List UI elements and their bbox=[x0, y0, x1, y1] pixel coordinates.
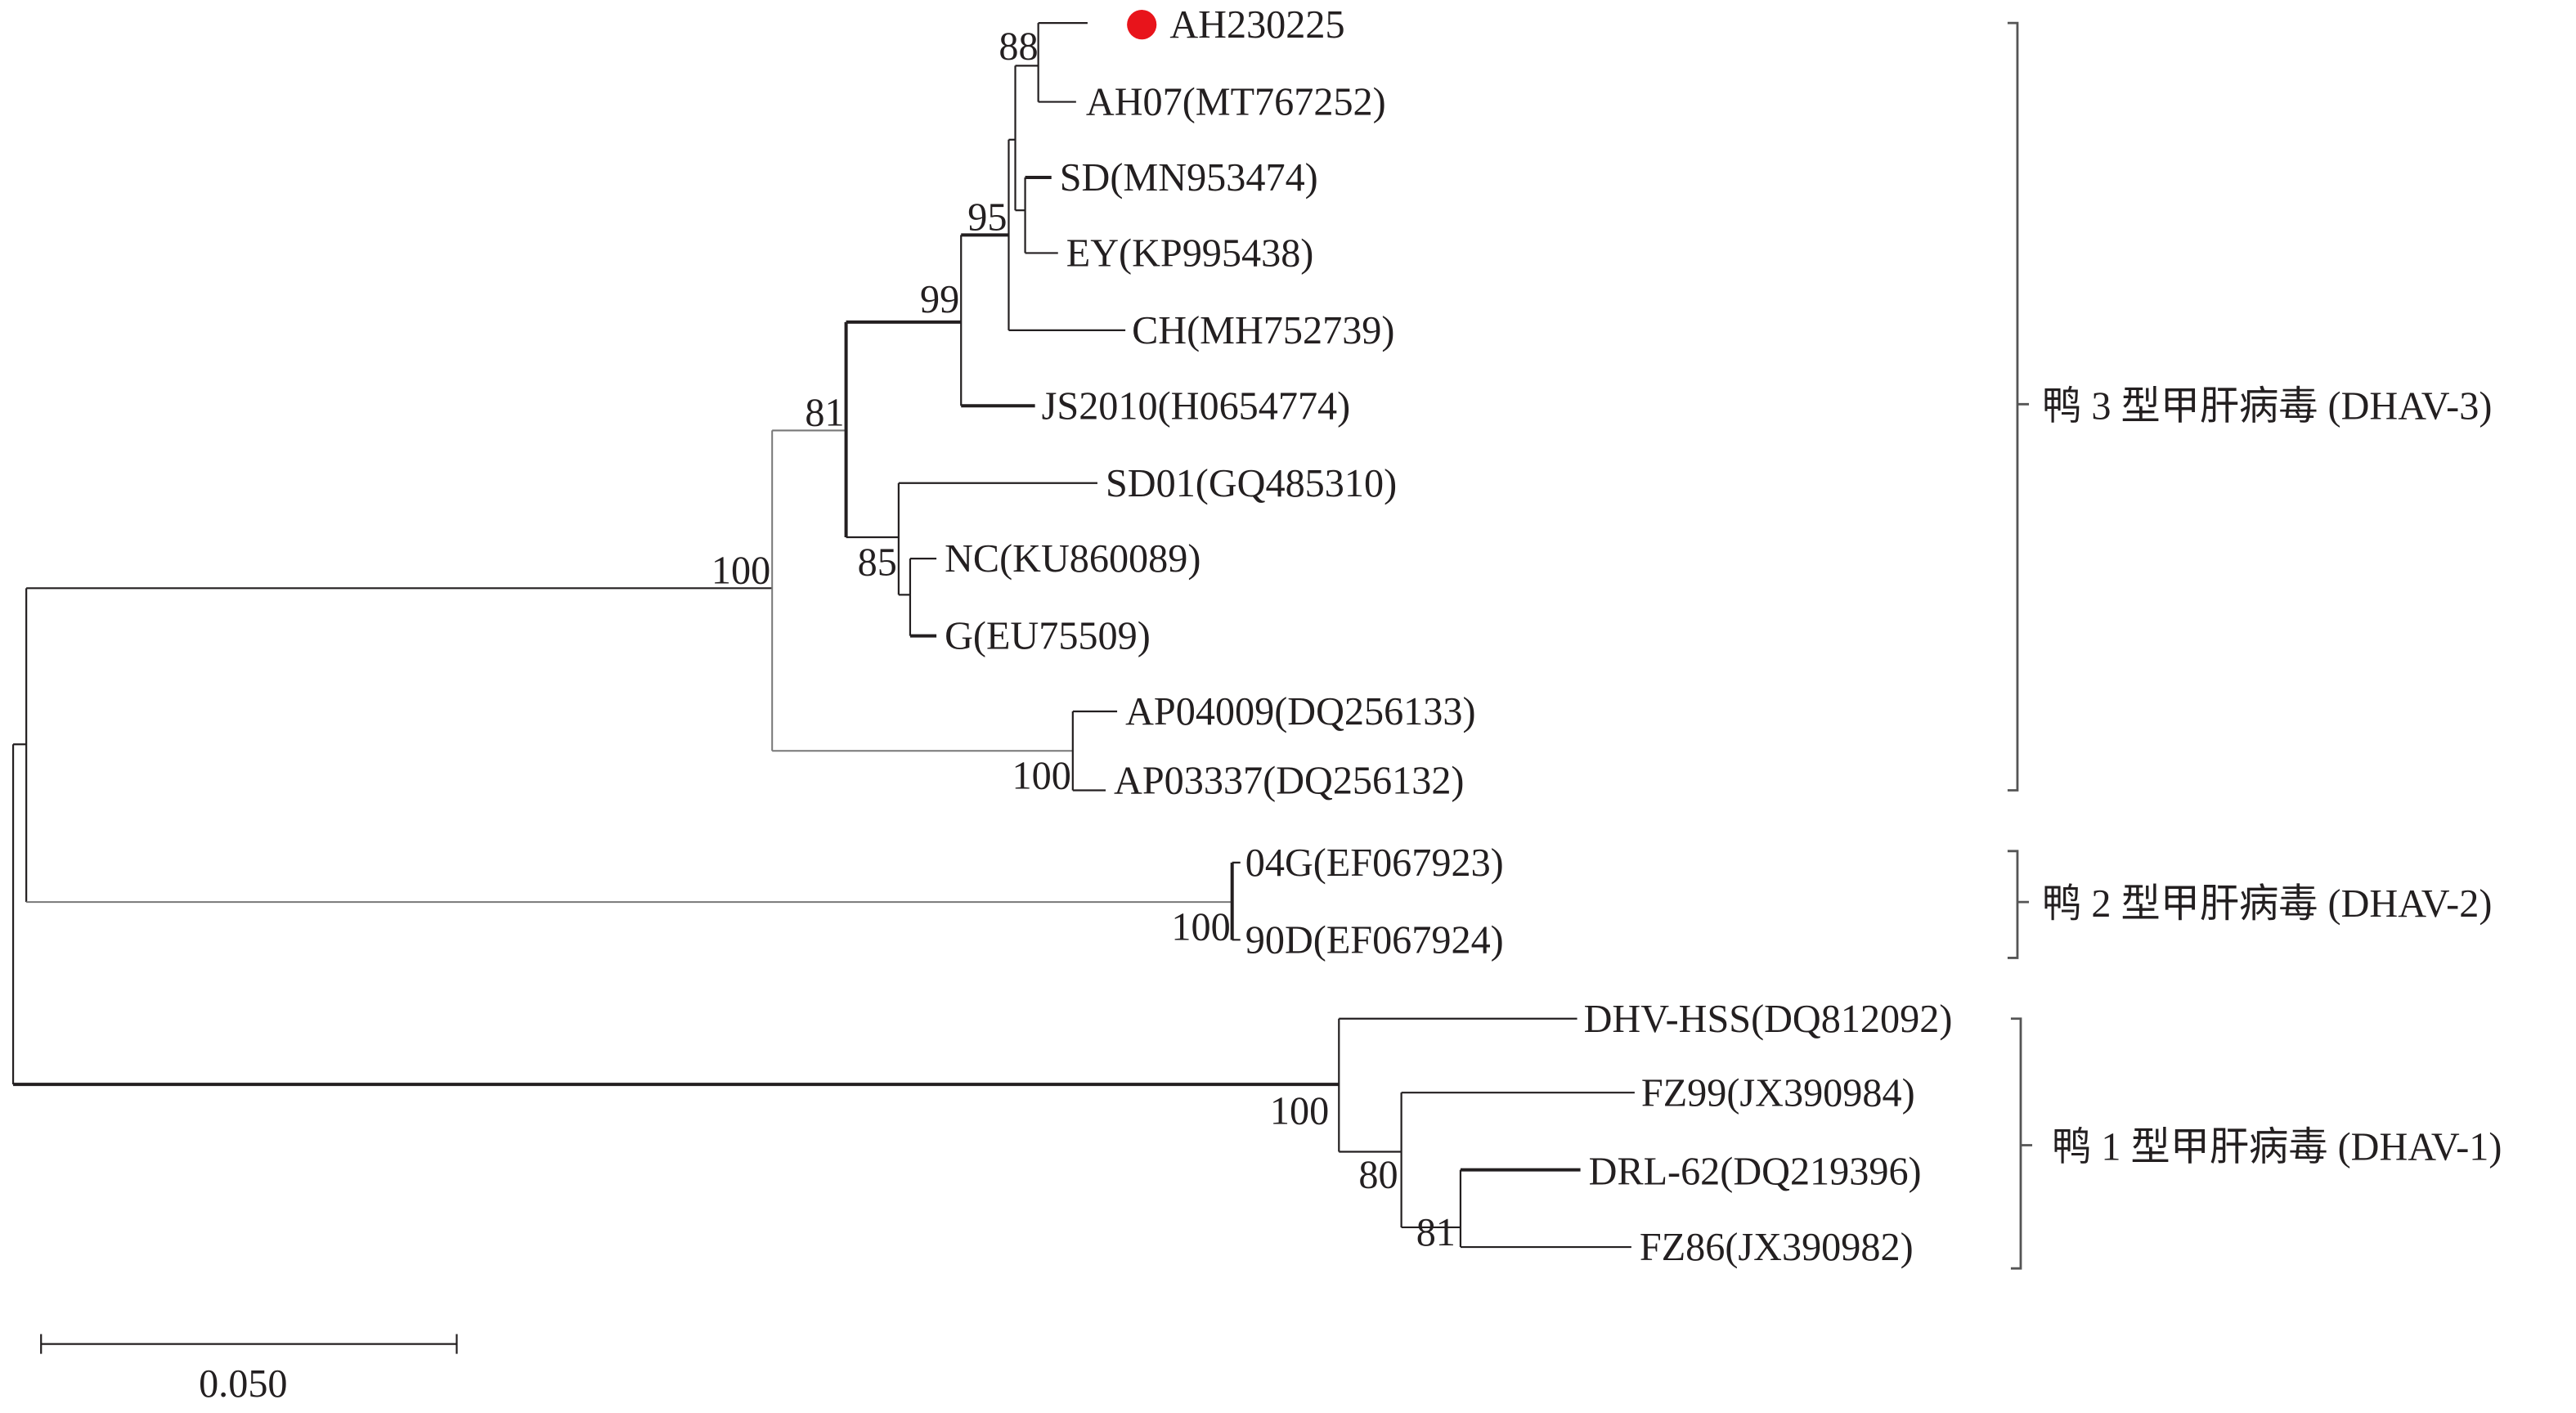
tip-label: AP04009(DQ256133) bbox=[1125, 690, 1475, 733]
tree-branches bbox=[11, 22, 1635, 1249]
highlight-dot-icon bbox=[1127, 10, 1157, 40]
bootstrap-value: 100 bbox=[1012, 754, 1071, 797]
bootstrap-value: 99 bbox=[920, 278, 959, 321]
tip-label: 04G(EF067923) bbox=[1245, 841, 1504, 885]
group-label-dhav1: 鸭 1 型甲肝病毒 (DHAV-1) bbox=[2052, 1126, 2502, 1169]
bootstrap-value: 88 bbox=[999, 25, 1038, 68]
tip-label: FZ86(JX390982) bbox=[1640, 1226, 1914, 1269]
tip-label: AH07(MT767252) bbox=[1086, 81, 1386, 124]
tip-label: 90D(EF067924) bbox=[1245, 918, 1504, 962]
tip-label: DHV-HSS(DQ812092) bbox=[1584, 998, 1953, 1041]
bootstrap-value: 85 bbox=[858, 541, 897, 584]
tip-label: FZ99(JX390984) bbox=[1641, 1071, 1915, 1115]
bootstrap-value: 100 bbox=[1171, 905, 1230, 949]
tip-label: NC(KU860089) bbox=[945, 537, 1200, 581]
group-brackets bbox=[2007, 21, 2033, 1270]
group-label-dhav3: 鸭 3 型甲肝病毒 (DHAV-3) bbox=[2042, 384, 2492, 428]
bootstrap-value: 81 bbox=[805, 391, 844, 434]
tip-label: DRL-62(DQ219396) bbox=[1589, 1151, 1922, 1194]
tip-label: AP03337(DQ256132) bbox=[1114, 759, 1464, 802]
tip-label: SD01(GQ485310) bbox=[1106, 462, 1397, 505]
tip-label: G(EU75509) bbox=[945, 615, 1151, 658]
group-label-dhav2: 鸭 2 型甲肝病毒 (DHAV-2) bbox=[2042, 882, 2492, 926]
tip-label: EY(KP995438) bbox=[1066, 232, 1314, 276]
scale-bar-label: 0.050 bbox=[199, 1362, 287, 1406]
bootstrap-value: 100 bbox=[711, 549, 770, 592]
bootstrap-value: 100 bbox=[1270, 1089, 1329, 1133]
tip-label: SD(MN953474) bbox=[1060, 156, 1318, 200]
tip-label: AH230225 bbox=[1169, 3, 1344, 47]
bootstrap-value: 95 bbox=[967, 195, 1007, 239]
bootstrap-value: 81 bbox=[1416, 1211, 1456, 1254]
tip-label: CH(MH752739) bbox=[1132, 309, 1394, 352]
tip-label: JS2010(H0654774) bbox=[1042, 384, 1351, 428]
bootstrap-value: 80 bbox=[1358, 1154, 1398, 1197]
scale-bar bbox=[40, 1334, 458, 1354]
